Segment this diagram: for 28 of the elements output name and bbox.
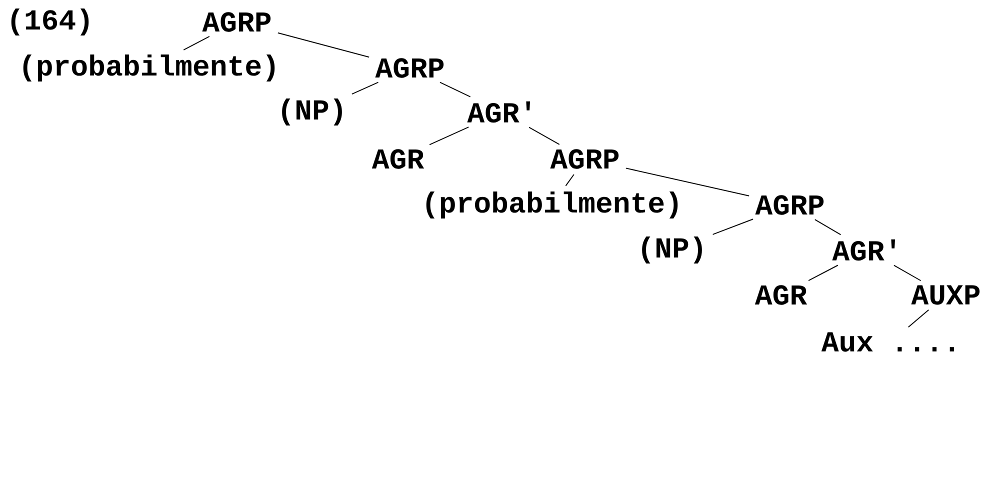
- branch-line: [183, 36, 210, 50]
- branch-line: [429, 126, 470, 146]
- tree-label: AGRP: [755, 195, 824, 215]
- branch-line: [908, 309, 930, 328]
- tree-label: AUXP: [911, 285, 980, 305]
- tree-label: AGRP: [202, 12, 271, 32]
- tree-label: AGRP: [550, 149, 619, 169]
- branch-line: [351, 82, 379, 95]
- tree-label: AGR: [372, 149, 424, 169]
- tree-label: AGR': [467, 101, 530, 123]
- example-number: (164): [11, 8, 89, 36]
- branch-line: [814, 219, 842, 236]
- tree-label: (NP): [642, 236, 702, 264]
- tree-label: (probabilmente): [23, 54, 275, 82]
- branch-line: [625, 168, 750, 196]
- tree-label: (probabilmente): [426, 191, 678, 219]
- tree-label: (NP): [282, 98, 342, 126]
- branch-line: [439, 82, 471, 98]
- branch-line: [528, 126, 560, 145]
- branch-line: [712, 218, 754, 235]
- branch-line: [893, 264, 922, 282]
- tree-label: AGR': [832, 239, 896, 261]
- branch-line: [565, 174, 574, 186]
- branch-line: [808, 264, 838, 282]
- tree-label: AGR: [754, 285, 808, 305]
- branch-line: [277, 32, 370, 58]
- tree-label: AGRP: [375, 58, 444, 78]
- tree-label: Aux ....: [821, 332, 954, 352]
